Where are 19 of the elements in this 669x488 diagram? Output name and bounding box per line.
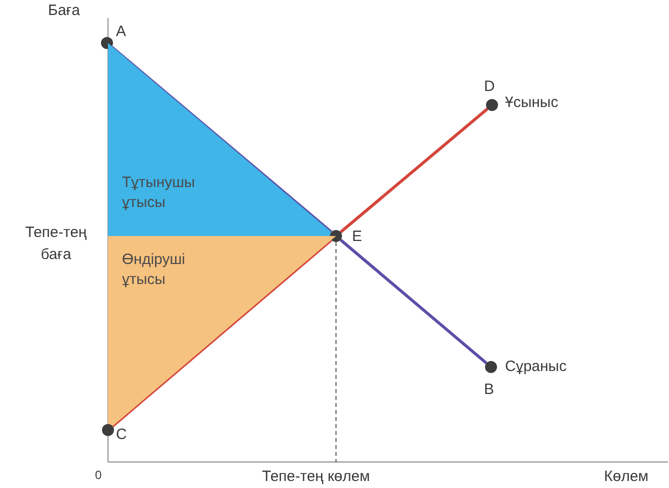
- point-label: C: [116, 426, 127, 444]
- point-marker: [102, 424, 114, 436]
- area-label: Тұтынушы ұтысы: [122, 173, 196, 213]
- axis-title: Көлем: [604, 468, 648, 486]
- tick-label: 0: [95, 467, 102, 484]
- axis-title: Баға: [48, 2, 80, 20]
- axis-label: Тепе-тең баға: [24, 223, 88, 265]
- point-marker: [486, 99, 498, 111]
- point-label: B: [484, 381, 494, 399]
- area-label: Өндіруші ұтысы: [122, 250, 186, 290]
- point-label: E: [352, 228, 362, 246]
- axis-label: Тепе-тең көлем: [262, 468, 370, 486]
- curve-line: [340, 108, 488, 234]
- curve-line: [340, 238, 488, 364]
- point-marker: [485, 361, 497, 373]
- curve-label: Ұсыныс: [505, 94, 558, 112]
- curve-label: Сұраныс: [505, 358, 567, 376]
- point-label: D: [484, 78, 495, 96]
- point-label: A: [116, 23, 126, 41]
